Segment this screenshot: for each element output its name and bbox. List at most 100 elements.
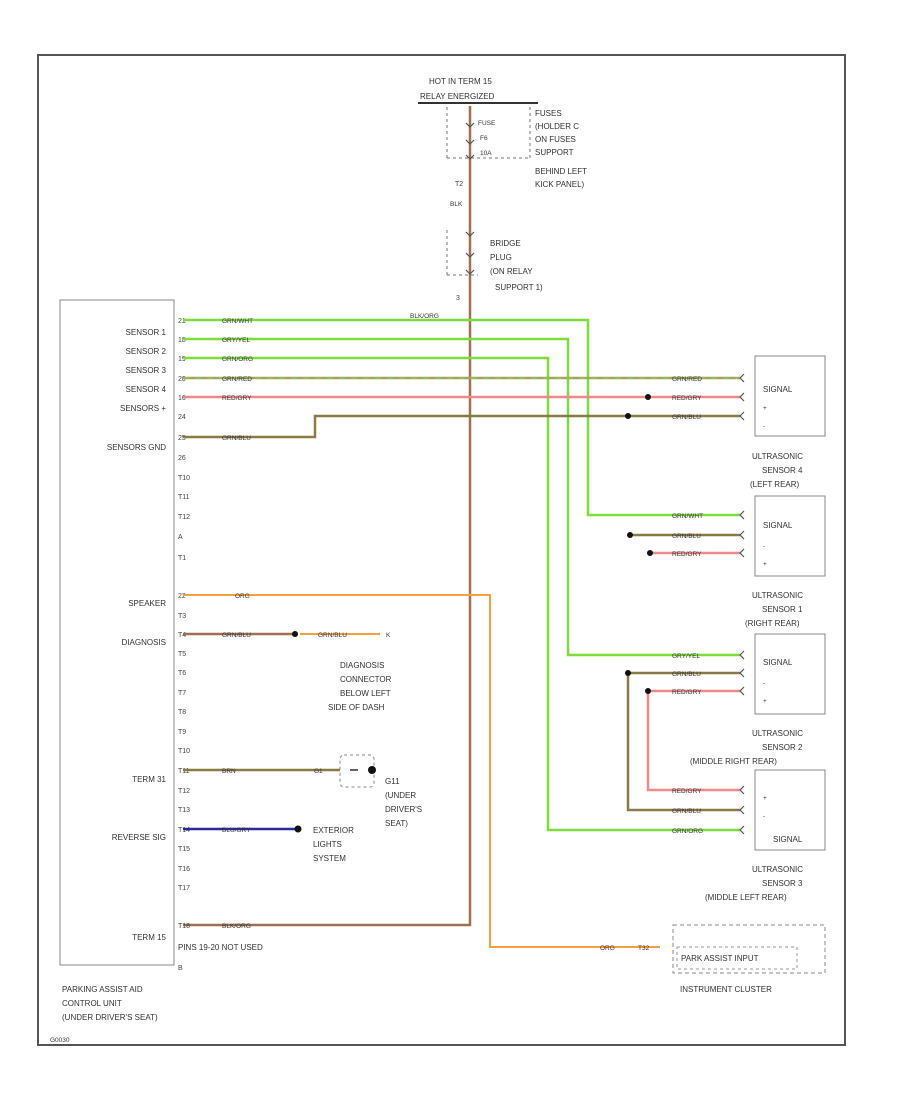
sensor-4: SIGNAL + - GRN/RED RED/GRY GRN/BLU ULTRA… (672, 355, 826, 489)
bridge-desc: BRIDGE (490, 239, 521, 248)
cu-label-diagnosis: DIAGNOSIS (122, 638, 166, 647)
fuse-desc: (HOLDER C (535, 122, 579, 131)
ground-desc: DRIVER'S (385, 805, 422, 814)
sensor-4-minus: - (763, 423, 765, 430)
splice-dot (625, 670, 631, 676)
wire-label-sensor-3: GRN/ORG (222, 356, 253, 363)
ground-desc: (UNDER (385, 791, 416, 800)
control-unit-pin: 20 (178, 376, 186, 383)
control-unit-pin: T11 (178, 494, 190, 501)
wire-label-sensors-plus: RED/GRY (222, 395, 252, 402)
fuse-desc: ON FUSES (535, 135, 576, 144)
cu-label-sensor-3: SENSOR 3 (126, 366, 167, 375)
sensor-4-plus: + (763, 405, 767, 412)
bridge-desc: (ON RELAY (490, 267, 533, 276)
diagram-id: G0030 (50, 1037, 70, 1044)
cu-label-reverse-sig: REVERSE SIG (112, 833, 166, 842)
wire-sensors-gnd (183, 414, 740, 439)
control-unit-title: CONTROL UNIT (62, 999, 122, 1008)
control-unit-pins: 2118192016242526T10T11T12AT122T3T4T5T6T7… (178, 318, 190, 930)
diagnosis-desc: DIAGNOSIS (340, 661, 384, 670)
control-unit-pin: 26 (178, 455, 186, 462)
diagnosis-desc: SIDE OF DASH (328, 703, 385, 712)
sensor-1: SIGNAL - + GRN/WHT GRN/BLU RED/GRY ULTRA… (672, 495, 826, 628)
wire-label-reverse-sig: BLU/GRY (222, 827, 251, 834)
wire-label-diagnosis: GRN/BLU (222, 632, 251, 639)
control-unit-pin: T10 (178, 475, 190, 482)
control-unit-pin: T18 (178, 923, 190, 930)
sensor-1-caption: SENSOR 1 (762, 605, 803, 614)
sensor-3-caption: ULTRASONIC (752, 865, 803, 874)
splice-dot (627, 532, 633, 538)
cu-label-sensors-gnd: SENSORS GND (107, 443, 166, 452)
diagnosis-desc: BELOW LEFT (340, 689, 391, 698)
wire-sensor-3 (183, 356, 740, 832)
fuse-desc: FUSES (535, 109, 562, 118)
control-unit-labels: SENSOR 1 SENSOR 2 SENSOR 3 SENSOR 4 SENS… (107, 328, 167, 942)
control-unit-title: (UNDER DRIVER'S SEAT) (62, 1013, 158, 1022)
term15-feed-wire (183, 106, 472, 927)
sensor-3-wire: RED/GRY (672, 788, 702, 795)
sensor-3-caption: (MIDDLE LEFT REAR) (705, 893, 787, 902)
control-unit-pin: T12 (178, 788, 190, 795)
control-unit-pin: 19 (178, 356, 186, 363)
control-unit-pin: T7 (178, 690, 186, 697)
fuse-desc: KICK PANEL) (535, 180, 585, 189)
sensor-terminals (739, 373, 745, 835)
sensor-4-caption: SENSOR 4 (762, 466, 803, 475)
splice-dot (647, 550, 653, 556)
exterior-desc: SYSTEM (313, 854, 346, 863)
ground-desc: G11 (385, 777, 400, 786)
ground-pin-label: G1 (314, 768, 323, 775)
sensor-3-caption: SENSOR 3 (762, 879, 803, 888)
sensor-2-signal: SIGNAL (763, 658, 793, 667)
reverse-arrow (294, 825, 302, 833)
control-unit-pin: T8 (178, 709, 186, 716)
splice-dot (645, 394, 651, 400)
cu-label-sensor-4: SENSOR 4 (126, 385, 167, 394)
sensor-3-plus: + (763, 795, 767, 802)
control-unit-pin: T15 (178, 846, 190, 853)
wire-label-speaker: ORG (235, 593, 250, 600)
control-unit-pin: T1 (178, 555, 186, 562)
cu-label-sensors-plus: SENSORS + (120, 404, 166, 413)
wire-label-sensor-1: GRN/WHT (222, 318, 253, 325)
sensor-2-caption: SENSOR 2 (762, 743, 803, 752)
splice-dot (645, 688, 651, 694)
control-unit-pin: 24 (178, 414, 186, 421)
wire-label-sensor-2: GRY/YEL (222, 337, 250, 344)
control-unit-pin: T14 (178, 827, 190, 834)
fuse-rating: 10A (480, 150, 492, 157)
control-unit-pin: T10 (178, 748, 190, 755)
relay-title-2: RELAY ENERGIZED (420, 92, 495, 101)
relay-title-1: HOT IN TERM 15 (429, 77, 492, 86)
fuse-number: F6 (480, 135, 488, 142)
wire-label-term-31: BRN (222, 768, 236, 775)
control-unit-ref: B (178, 965, 183, 972)
sensor-2-wire: RED/GRY (672, 689, 702, 696)
sensor-1-wire: GRN/WHT (672, 513, 703, 520)
cu-label-term-15: TERM 15 (132, 933, 166, 942)
park-assist-input-label: PARK ASSIST INPUT (681, 954, 759, 963)
sensor-4-wire: GRN/BLU (672, 414, 701, 421)
fuse-pin-label: T2 (455, 181, 463, 188)
instrument-cluster: PARK ASSIST INPUT INSTRUMENT CLUSTER (672, 924, 826, 994)
control-unit-title: PARKING ASSIST AID (62, 985, 143, 994)
sensor-2-plus: + (763, 698, 767, 705)
cu-label-sensor-2: SENSOR 2 (126, 347, 167, 356)
bridge-desc: SUPPORT 1) (495, 283, 543, 292)
cu-label-speaker: SPEAKER (128, 599, 166, 608)
diagnosis-pin-label: K (386, 632, 391, 639)
control-unit-pin: 21 (178, 318, 186, 325)
exterior-desc: EXTERIOR (313, 826, 354, 835)
cluster-title: INSTRUMENT CLUSTER (680, 985, 772, 994)
wire-sensor-2 (183, 337, 740, 657)
bridge-wire-label: BLK/ORG (410, 313, 439, 320)
sensor-1-wire: RED/GRY (672, 551, 702, 558)
sensor-2: SIGNAL - + GRY/YEL GRN/BLU RED/GRY ULTRA… (672, 633, 826, 766)
park-assist-input-box (676, 946, 798, 970)
sensor-2-caption: (MIDDLE RIGHT REAR) (690, 757, 777, 766)
sensor-3: + - SIGNAL RED/GRY GRN/BLU GRN/ORG ULTRA… (672, 769, 826, 902)
ground-desc: SEAT) (385, 819, 408, 828)
